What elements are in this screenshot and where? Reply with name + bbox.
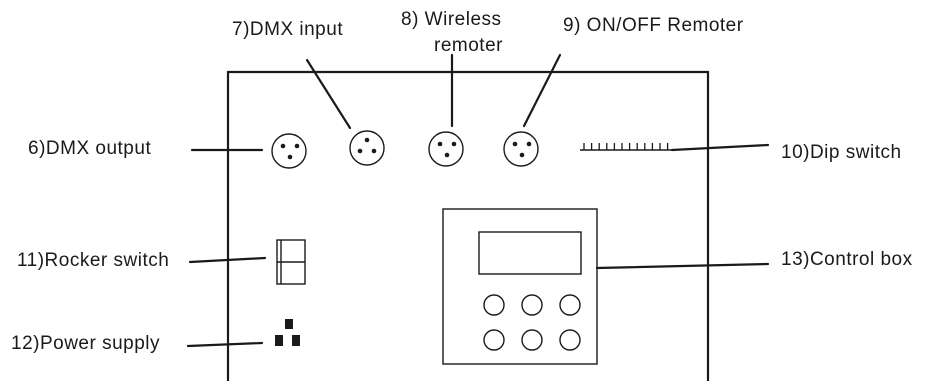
- rocker-switch-icon: [276, 239, 306, 285]
- display-screen: [478, 231, 582, 275]
- control-button: [483, 294, 505, 316]
- leader-control-box: [595, 262, 770, 270]
- control-box-icon: [442, 208, 598, 365]
- xlr-connector-icon: [428, 131, 464, 167]
- dip-switch-icon: [580, 143, 672, 151]
- panel-outline: [226, 70, 710, 381]
- control-button: [521, 294, 543, 316]
- label-dmx-output: 6)DMX output: [28, 138, 152, 159]
- label-power-supply: 12)Power supply: [11, 333, 161, 354]
- power-socket-icon: [275, 319, 300, 346]
- label-wireless-remoter-line2: remoter: [434, 35, 503, 56]
- leader-power-supply: [186, 341, 264, 348]
- label-control-box: 13)Control box: [781, 249, 913, 270]
- xlr-connector-icon: [349, 130, 385, 166]
- label-dmx-input: 7)DMX input: [232, 19, 344, 40]
- label-rocker-switch: 11)Rocker switch: [17, 250, 170, 271]
- label-onoff-remoter: 9) ON/OFF Remoter: [563, 15, 744, 36]
- label-dip-switch: 10)Dip switch: [781, 142, 902, 163]
- leader-dip-switch: [670, 143, 770, 152]
- xlr-connector-icon: [503, 131, 539, 167]
- xlr-connector-icon: [271, 133, 307, 169]
- leader-dmx-input: [305, 58, 352, 130]
- leader-rocker-switch: [188, 256, 267, 264]
- control-button: [559, 294, 581, 316]
- control-button: [483, 329, 505, 351]
- label-wireless-remoter-line1: 8) Wireless: [401, 9, 502, 30]
- control-button: [521, 329, 543, 351]
- control-button: [559, 329, 581, 351]
- leader-onoff-remoter: [522, 53, 562, 128]
